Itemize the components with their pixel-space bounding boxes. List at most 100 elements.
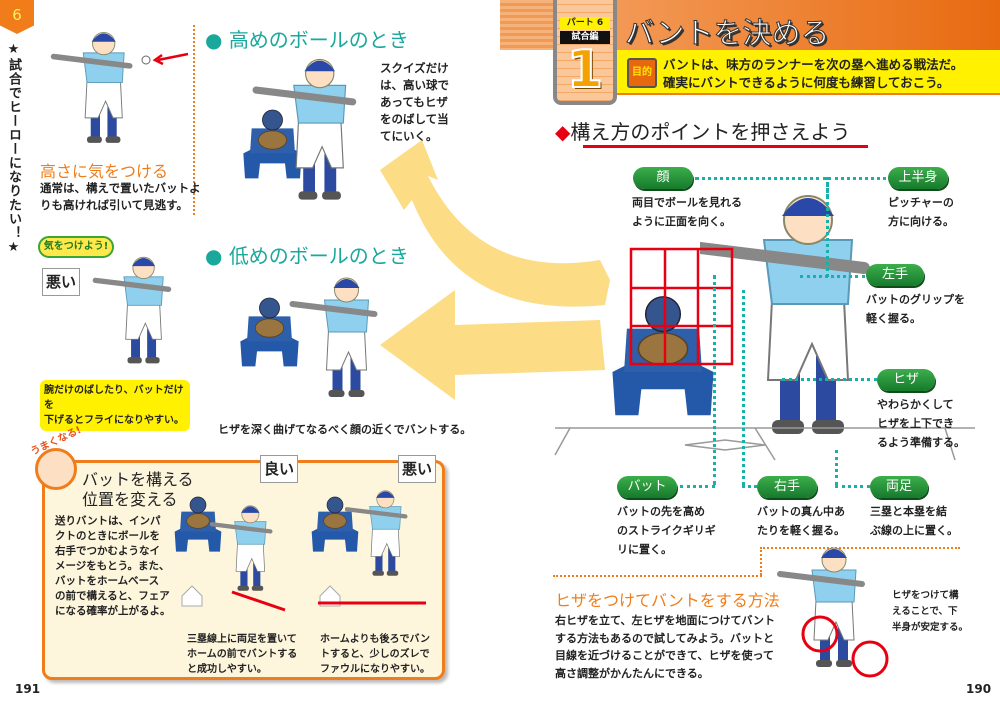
- point-label-bat: バット: [617, 476, 677, 498]
- text-line: ファウルになりやすい。: [320, 664, 430, 675]
- leader-line: [742, 290, 745, 485]
- diamond-icon: ◆: [555, 120, 571, 144]
- part-label: パート 6: [560, 17, 610, 30]
- text-line: あってもヒザ: [380, 95, 448, 109]
- point-text-feet: 三塁と本塁を結 ぶ線の上に置く。: [870, 502, 958, 540]
- text-line: えることで、下: [892, 606, 958, 617]
- heading-underline: [583, 145, 868, 148]
- coach-avatar: [35, 448, 77, 490]
- heading-text: 低めのボールのとき: [228, 244, 409, 268]
- text-line: 下げるとフライになりやすい。: [44, 415, 184, 426]
- purpose-text: バントは、味方のランナーを次の塁へ進める戦法だ。 確実にバントできるように何度も…: [663, 56, 963, 92]
- text-line: 位置を変える: [82, 490, 178, 509]
- ball-arrow-icon: [141, 52, 189, 66]
- text-line: バットの先を高め: [617, 505, 705, 518]
- leader-line: [713, 275, 716, 485]
- page-title: バントを決める: [624, 16, 830, 51]
- improve-title: バットを構える 位置を変える: [82, 470, 194, 510]
- text-line: バットの真ん中あ: [757, 505, 845, 518]
- text-line: クトのときにボールを: [55, 530, 160, 542]
- text-line: バットのグリップを: [866, 293, 965, 306]
- leader-line: [828, 177, 886, 180]
- leader-line: [835, 485, 870, 488]
- strike-zone-grid: [629, 247, 734, 366]
- heading-text: 高めのボールのとき: [228, 28, 409, 52]
- point-label-left-hand: 左手: [866, 264, 924, 286]
- badge-text: 気をつけよう!: [43, 241, 109, 252]
- chapter-tab: 6: [0, 0, 34, 34]
- text-line: 通常は、構えで置いたバットよ: [40, 181, 201, 195]
- text-line: のストライクギリギ: [617, 524, 716, 537]
- point-text-knee: やわらかくして ヒザを上下でき るよう準備する。: [877, 395, 965, 452]
- point-label-knee: ヒザ: [877, 369, 935, 391]
- leader-line: [782, 378, 877, 381]
- text-line: ピッチャーの: [888, 196, 954, 209]
- bad-batter: [345, 485, 420, 585]
- high-bat-figure: [45, 25, 155, 155]
- text-line: メージをもとう。また、: [55, 560, 170, 572]
- point-label-right-hand: 右手: [757, 476, 817, 498]
- bad-sign: 悪い: [398, 455, 436, 483]
- leader-line: [800, 275, 865, 278]
- chapter-number: 6: [12, 6, 22, 24]
- page-number-left: 191: [15, 682, 41, 696]
- leader-line: [742, 485, 757, 488]
- caution-note: 腕だけのばしたり、バットだけを 下げるとフライになりやすい。: [40, 380, 190, 431]
- good-caption: 三塁線上に両足を置いて ホームの前でバントする と成功しやすい。: [187, 632, 297, 677]
- leader-line: [835, 450, 838, 485]
- text-line: トすると、少しのズレで: [320, 649, 430, 660]
- good-home-plate: [181, 585, 286, 612]
- text-line: バントは、味方のランナーを次の塁へ進める戦法だ。: [663, 57, 964, 72]
- knee-method-heading: ヒザをつけてバントをする方法: [555, 591, 780, 610]
- yellow-purpose-band: [617, 50, 1000, 95]
- leader-line: [680, 485, 715, 488]
- caution-badge: 気をつけよう!: [38, 236, 114, 258]
- text-line: 方に向ける。: [888, 215, 954, 228]
- text-line: やわらかくして: [877, 398, 954, 411]
- text-line: 軽く握る。: [866, 312, 921, 325]
- bad-sign: 悪い: [42, 268, 80, 296]
- text-line: リに置く。: [617, 543, 672, 556]
- low-ball-caption: ヒザを深く曲げてなるべく顔の近くでバントする。: [218, 423, 472, 436]
- text-line: てにいく。: [380, 129, 438, 143]
- text-line: ぶ線の上に置く。: [870, 524, 958, 537]
- text-line: ホームよりも後ろでバン: [320, 634, 430, 645]
- lesson-number: 1: [566, 39, 604, 101]
- header-band-gradient: [560, 0, 1000, 50]
- text-line: の前で構えると、フェア: [55, 590, 170, 602]
- text-line: 送りバントは、インパ: [55, 515, 161, 527]
- dotted-divider: [193, 25, 195, 215]
- text-line: 三塁線上に両足を置いて: [187, 634, 297, 645]
- knee-method-body: 右ヒザを立て、左ヒザを地面につけてバント する方法もあるので試してみよう。バット…: [555, 612, 775, 682]
- text-line: たりを軽く握る。: [757, 524, 845, 537]
- orange-dotted-divider: [760, 547, 762, 575]
- point-label-face: 顔: [633, 167, 693, 189]
- leader-line: [826, 177, 829, 277]
- point-label-upper-body: 上半身: [888, 167, 948, 189]
- point-label-feet: 両足: [870, 476, 928, 498]
- text-line: 目線を近づけることができて、ヒザを使って: [555, 649, 774, 662]
- point-text-right-hand: バットの真ん中あ たりを軽く握る。: [757, 502, 845, 540]
- text-line: する方法もあるので試してみよう。バットと: [555, 631, 775, 645]
- point-text-bat: バットの先を高め のストライクギリギ リに置く。: [617, 502, 716, 559]
- lesson-badge: [553, 0, 617, 105]
- text-line: バットをホームベース: [55, 575, 160, 587]
- text-line: 両目でボールを見れる: [632, 196, 742, 209]
- low-ball-heading: ● 低めのボールのとき: [205, 244, 409, 268]
- text-line: をのばして当: [380, 112, 449, 126]
- point-text-left-hand: バットのグリップを 軽く握る。: [866, 290, 965, 328]
- bad-caption: ホームよりも後ろでバン トすると、少しのズレで ファウルになりやすい。: [320, 632, 430, 677]
- ground-lines: [554, 427, 975, 461]
- purpose-icon: 目的: [627, 58, 657, 88]
- height-tip-body: 通常は、構えで置いたバットよ りも高ければ引いて見逃す。: [40, 180, 201, 214]
- high-ball-heading: ● 高めのボールのとき: [205, 28, 409, 52]
- knee-method-caption: ヒザをつけて構 えることで、下 半身が安定する。: [892, 588, 968, 636]
- low-ball-batter: [285, 270, 400, 410]
- text-line: 半身が安定する。: [892, 622, 969, 633]
- heading-text: 構え方のポイントを押さえよう: [570, 120, 851, 144]
- side-title: ★試合でヒーローになりたい！★: [6, 42, 21, 256]
- text-line: ヒザをつけて構: [892, 590, 959, 601]
- text-line: と成功しやすい。: [187, 664, 267, 675]
- point-text-upper-body: ピッチャーの 方に向ける。: [888, 193, 954, 231]
- text-line: ように正面を向く。: [632, 215, 731, 228]
